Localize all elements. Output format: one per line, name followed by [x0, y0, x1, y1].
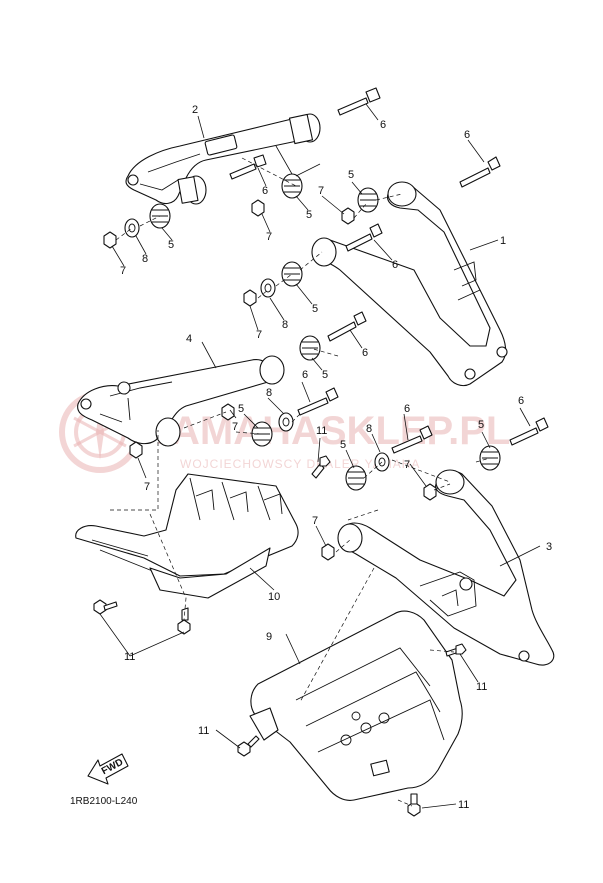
nut-7-f — [129, 441, 143, 459]
callout-11: 11 — [198, 725, 209, 737]
callout-1: 1 — [500, 235, 506, 247]
callout-6: 6 — [362, 347, 368, 359]
part-3-lower-arm — [337, 469, 555, 666]
bolt-11-a — [311, 455, 331, 479]
callout-7: 7 — [318, 185, 324, 197]
bolt-11-e — [237, 735, 260, 757]
bushing-5-a — [281, 173, 303, 199]
callout-5: 5 — [478, 419, 484, 431]
nut-7-a — [103, 231, 117, 249]
bolt-11-c — [177, 607, 191, 635]
leader-lines — [99, 103, 541, 809]
nut-7-e — [221, 403, 235, 421]
callout-7: 7 — [266, 231, 272, 243]
callout-6: 6 — [380, 119, 386, 131]
callout-6: 6 — [404, 403, 410, 415]
part-2-upper-arm — [125, 113, 321, 205]
part-10-skid-plate — [75, 473, 299, 599]
callout-2: 2 — [192, 104, 198, 116]
bushing-5-g — [345, 465, 367, 491]
callouts: 2 6 6 5 7 6 5 7 5 1 8 6 7 5 8 7 4 6 5 6 … — [120, 104, 552, 811]
washer-8-b — [260, 278, 276, 298]
bolt-6-g — [391, 425, 433, 454]
callout-6: 6 — [262, 185, 268, 197]
callout-5: 5 — [238, 403, 244, 415]
callout-7: 7 — [120, 265, 126, 277]
nut-7-g — [423, 483, 437, 501]
bolt-6-e — [327, 311, 367, 342]
callout-5: 5 — [312, 303, 318, 315]
callout-8: 8 — [366, 423, 372, 435]
bolt-6-a — [337, 87, 381, 116]
part-1-upper-arm — [311, 181, 508, 387]
callout-8: 8 — [266, 387, 272, 399]
callout-11: 11 — [458, 799, 469, 811]
bushing-5-c — [357, 187, 379, 213]
callout-5: 5 — [348, 169, 354, 181]
fwd-arrow-icon: FWD — [87, 753, 129, 785]
bolt-6-f — [297, 387, 339, 416]
assembly-lines — [110, 157, 491, 807]
callout-11: 11 — [316, 425, 327, 437]
nut-7-d — [243, 289, 257, 307]
callout-5: 5 — [168, 239, 174, 251]
callout-7: 7 — [144, 481, 150, 493]
nut-7-c — [341, 207, 355, 225]
callout-5: 5 — [322, 369, 328, 381]
callout-6: 6 — [518, 395, 524, 407]
bolt-6-h — [509, 417, 549, 446]
bushing-5-f — [251, 421, 273, 447]
callout-11: 11 — [476, 681, 487, 693]
diagram-code: 1RB2100-L240 — [70, 796, 138, 807]
callout-6: 6 — [392, 259, 398, 271]
callout-8: 8 — [282, 319, 288, 331]
callout-11: 11 — [124, 651, 135, 663]
callout-7: 7 — [312, 515, 318, 527]
callout-7: 7 — [256, 329, 262, 341]
callout-6: 6 — [302, 369, 308, 381]
bolt-11-f — [407, 793, 421, 817]
callout-10: 10 — [268, 591, 280, 603]
washer-8-a — [124, 218, 140, 238]
part-4-lower-arm — [77, 355, 285, 447]
callout-7: 7 — [232, 421, 238, 433]
callout-4: 4 — [186, 333, 192, 345]
callout-7: 7 — [404, 459, 410, 471]
nut-7-b — [251, 199, 265, 217]
nut-7-h — [321, 543, 335, 561]
bolt-11-d — [445, 643, 467, 657]
washer-8-c — [278, 412, 294, 432]
callout-6: 6 — [464, 129, 470, 141]
bolt-6-c — [459, 156, 501, 188]
callout-5: 5 — [340, 439, 346, 451]
callout-9: 9 — [266, 631, 272, 643]
callout-3: 3 — [546, 541, 552, 553]
bolt-11-b — [93, 599, 118, 615]
watermark-brand: YAMAHASKLEP.PL — [148, 409, 510, 453]
bushing-5-d — [281, 261, 303, 287]
bolt-6-b — [229, 154, 267, 180]
part-9-skid-plate — [249, 610, 463, 801]
callout-8: 8 — [142, 253, 148, 265]
bolt-6-d — [345, 223, 383, 252]
callout-5: 5 — [306, 209, 312, 221]
